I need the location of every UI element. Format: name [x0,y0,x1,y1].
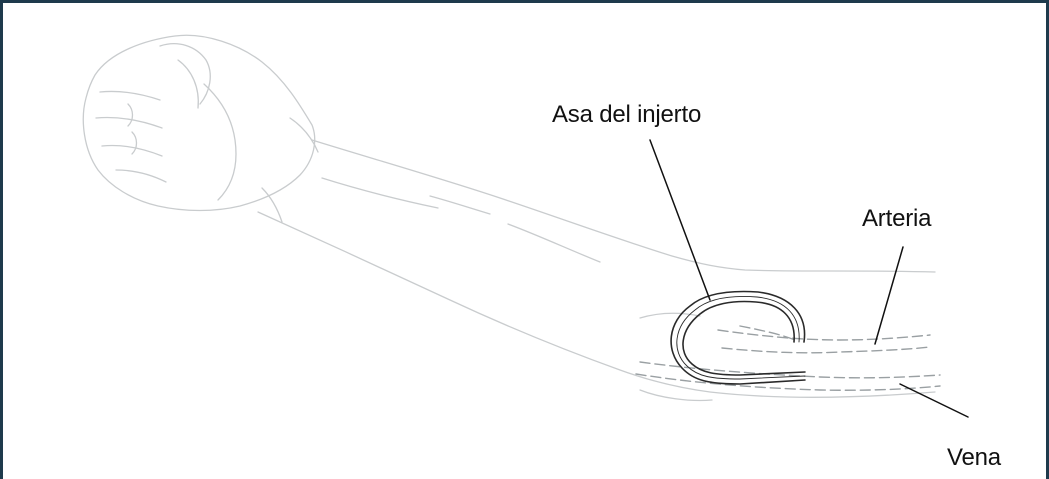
finger-line [101,144,163,157]
wrist-line [289,117,319,153]
finger-line [115,169,167,183]
finger-tip [127,103,134,127]
finger-tip [131,131,138,155]
graft-loop-inner [682,300,806,376]
finger-line [99,90,161,101]
thumb-line [159,43,211,105]
elbow-contour [639,312,701,319]
muscle-contour [429,195,491,215]
wrist-crease [261,187,283,223]
muscle-contour [507,223,601,263]
artery-label: Arteria [862,205,932,232]
forearm-upper-edge [311,139,936,273]
elbow-contour [639,389,713,402]
artery-leader-line [874,246,904,345]
graft-loop-outer [670,290,806,385]
forearm-lower-edge [257,211,936,398]
vessel-branch [739,325,796,341]
artery-vessel-top [717,329,931,341]
vein-label: Vena [947,444,1001,471]
vein-leader-line [899,383,969,418]
graft-leader-line [649,139,711,301]
finger-line [95,116,163,129]
arm-sketch [82,34,936,402]
fist-outline [82,34,316,212]
artery-vessel-bottom [721,346,931,354]
palm-line [203,83,237,201]
graft-loop-label: Asa del injerto [552,101,702,128]
graft-loop-middle [676,296,806,380]
vein-vessel-bottom [635,373,941,391]
leader-lines [649,139,969,418]
knuckle-line [177,59,199,109]
muscle-contour [321,177,439,209]
graft-loop [670,290,806,385]
